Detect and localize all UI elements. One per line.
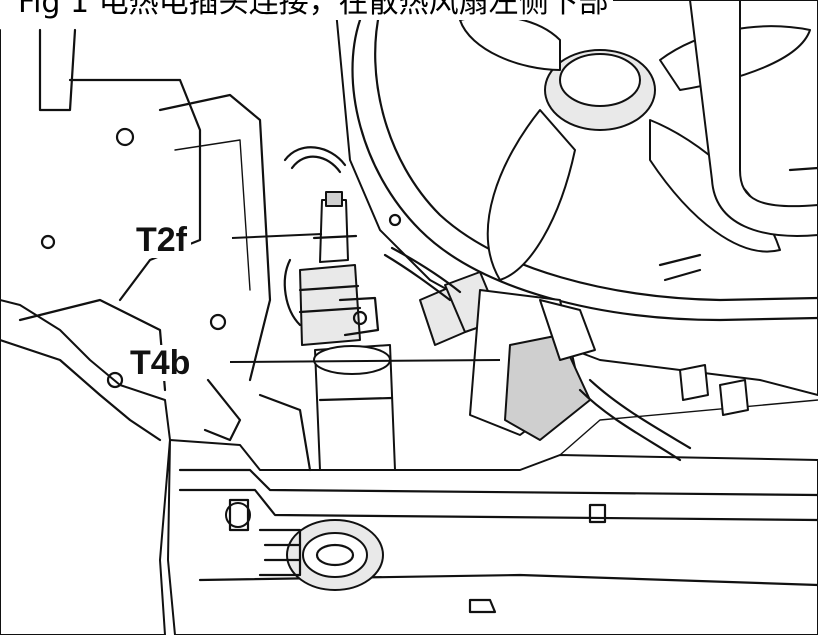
connector-t2f xyxy=(209,191,380,346)
reservoir-bottle xyxy=(203,344,396,472)
rubber-grommet xyxy=(225,498,384,591)
left-body-panel xyxy=(0,28,272,636)
figure-caption: Fig 1 电热电插头连接，在散热风扇左侧下部 xyxy=(14,0,613,20)
leader-line-t4b xyxy=(229,359,501,363)
callout-label-t2f: T2f xyxy=(132,222,191,258)
callout-label-t4b: T4b xyxy=(126,345,195,381)
leader-line-t2f xyxy=(231,233,323,239)
connector-t4b xyxy=(383,246,749,462)
cooling-fan xyxy=(283,0,818,396)
radiator-support xyxy=(167,399,818,636)
